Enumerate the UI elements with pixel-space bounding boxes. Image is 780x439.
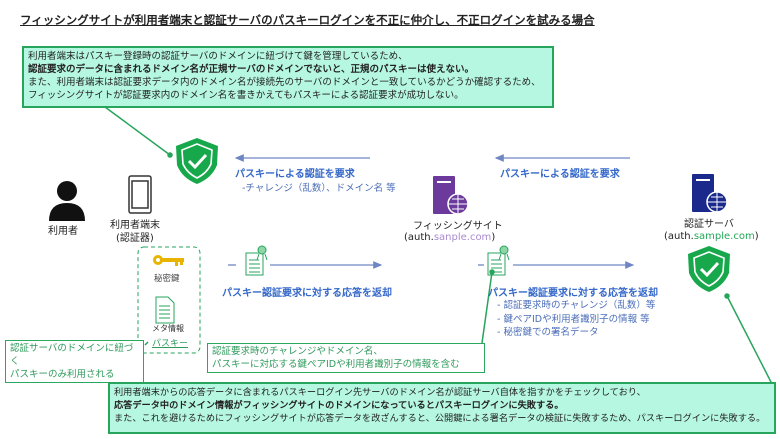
callout-text: パスキーに対応する鍵ペアIDや利用者識別子の情報を含む: [212, 359, 460, 370]
request-left-detail: -チャレンジ（乱数）、ドメイン名 等: [242, 183, 396, 194]
response-right-items: - 認証要求時のチャレンジ（乱数）等 - 鍵ペアIDや利用者識別子の情報 等 -…: [497, 299, 655, 340]
device-label: 利用者端末: [110, 220, 160, 231]
certificate-icon: [487, 245, 510, 276]
passkey-container: [137, 246, 201, 354]
passkey-label: パスキー: [152, 339, 189, 349]
list-item: - 秘密鍵での署名データ: [497, 327, 599, 338]
server-domain: (auth.sample.com): [664, 231, 759, 242]
response-right-label: パスキー認証要求に対する応答を返却: [488, 288, 658, 299]
meta-label: メタ情報: [152, 324, 184, 333]
note-text: フィッシングサイトが認証要求内のドメイン名を書きかえてもパスキーによる認証要求が…: [28, 90, 464, 101]
list-item: - 鍵ペアIDや利用者識別子の情報 等: [497, 313, 650, 325]
phishing-server-icon: [433, 176, 469, 215]
callout-line: [104, 106, 171, 156]
phishing-label: フィッシングサイト: [413, 221, 503, 232]
certificate-icon: [245, 245, 268, 276]
callout-text: 認証サーバのドメインに紐づく: [10, 343, 134, 367]
response-left-label: パスキー認証要求に対する応答を返却: [222, 288, 392, 299]
callout-text: 認証要求時のチャレンジやドメイン名、: [212, 346, 383, 357]
smartphone-icon: [128, 175, 152, 214]
note-text: 利用者端末はパスキー登録時の認証サーバのドメインに紐づけて鍵を管理しているため、: [28, 51, 408, 62]
request-left-label: パスキーによる認証を要求: [235, 169, 355, 180]
note-text: また、利用者端末は認証要求データ内のドメイン名が接続先のサーバのドメインと一致し…: [28, 77, 541, 88]
shield-icon: [176, 138, 218, 184]
auth-server-icon: [692, 174, 728, 213]
phishing-domain: (auth.sanple.com): [404, 232, 496, 243]
callout-text: パスキーのみ利用される: [10, 369, 115, 380]
document-icon: [155, 296, 175, 324]
private-key-label: 秘密鍵: [154, 274, 180, 284]
page-title: フィッシングサイトが利用者端末と認証サーバのパスキーログインを不正に仲介し、不正…: [20, 13, 595, 27]
user-icon: [49, 181, 85, 221]
callout-line: [726, 295, 773, 385]
bottom-note: 利用者端末からの応答データに含まれるパスキーログイン先サーバのドメイン名が認証サ…: [108, 382, 776, 434]
list-item: - 認証要求時のチャレンジ（乱数）等: [497, 300, 656, 311]
note-text: また、これを避けるためにフィッシングサイトが応答データを改ざんすると、公開鍵によ…: [114, 413, 766, 424]
mid-callout-box: 認証要求時のチャレンジやドメイン名、 パスキーに対応する鍵ペアIDや利用者識別子…: [207, 343, 485, 373]
left-callout-box: 認証サーバのドメインに紐づく パスキーのみ利用される: [5, 340, 144, 383]
request-right-label: パスキーによる認証を要求: [500, 169, 620, 180]
shield-icon: [688, 246, 730, 292]
server-label: 認証サーバ: [684, 219, 734, 230]
user-label: 利用者: [48, 226, 78, 237]
top-note: 利用者端末はパスキー登録時の認証サーバのドメインに紐づけて鍵を管理しているため、…: [22, 46, 554, 108]
note-emphasis: 認証要求のデータに含まれるドメイン名が正規サーバのドメインでないと、正規のパスキ…: [28, 64, 475, 75]
callout-line: [481, 271, 493, 344]
note-text: 利用者端末からの応答データに含まれるパスキーログイン先サーバのドメイン名が認証サ…: [114, 387, 646, 398]
note-emphasis: 応答データ中のドメイン情報がフィッシングサイトのドメインになっているとパスキーロ…: [114, 400, 564, 411]
key-icon: [153, 255, 184, 266]
device-sub-label: (認証器): [116, 233, 154, 244]
